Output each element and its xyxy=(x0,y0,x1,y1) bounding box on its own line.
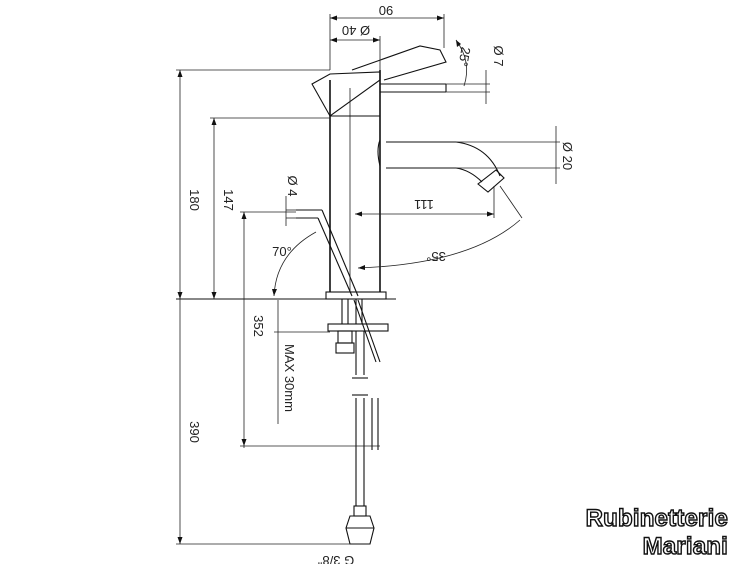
dim-180-label: 180 xyxy=(187,189,202,211)
dim-thread-label: G 3/8" xyxy=(317,553,354,564)
dim-70deg xyxy=(272,231,317,297)
dim-147 xyxy=(210,117,330,299)
spout xyxy=(377,139,505,193)
dim-d40 xyxy=(330,36,381,70)
dim-max30 xyxy=(274,300,330,424)
dim-d7 xyxy=(446,70,490,104)
brand-name-line2: Mariani xyxy=(642,533,729,560)
dim-d20-label: Ø 20 xyxy=(560,142,575,170)
flexible-hoses xyxy=(345,331,379,545)
dim-147-label: 147 xyxy=(221,189,236,211)
dim-390-label: 390 xyxy=(187,421,202,443)
dim-max30-label: MAX 30mm xyxy=(282,344,297,412)
dim-390 xyxy=(176,299,350,545)
dim-352-label: 352 xyxy=(251,315,266,337)
dim-d40-label: Ø 40 xyxy=(342,23,370,38)
lever-handle xyxy=(311,45,447,117)
dim-25deg xyxy=(455,39,468,87)
dim-111 xyxy=(355,186,495,218)
faucet-body xyxy=(325,70,387,300)
dim-90 xyxy=(329,14,445,70)
dim-180 xyxy=(176,69,330,299)
dim-d4 xyxy=(285,196,296,226)
dim-70deg-label: 70° xyxy=(272,244,292,259)
dim-111-label: 111 xyxy=(414,197,434,212)
drain-rod xyxy=(296,209,381,363)
dim-35deg-label: 35° xyxy=(426,249,446,264)
dim-90-label: 90 xyxy=(379,3,393,18)
dim-d7-label: Ø 7 xyxy=(491,46,506,67)
under-counter-fixing xyxy=(327,299,389,354)
dim-25deg-label: 25° xyxy=(455,46,473,68)
dim-35deg xyxy=(357,185,523,270)
dim-d20 xyxy=(456,126,560,184)
brand-name-line1: Rubinetterie xyxy=(585,505,729,532)
dim-352 xyxy=(240,211,380,448)
dim-d4-label: Ø 4 xyxy=(285,176,300,197)
